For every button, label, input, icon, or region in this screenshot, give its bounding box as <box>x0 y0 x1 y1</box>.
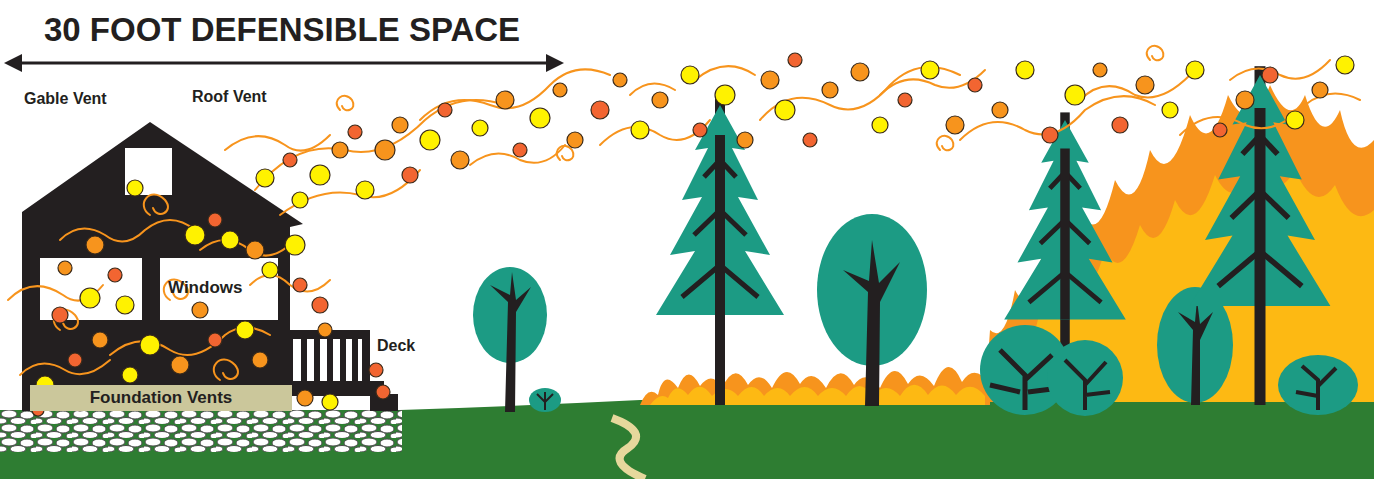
footpath <box>612 418 645 479</box>
part-label: Roof Vent <box>192 88 267 106</box>
ground-flames <box>640 367 990 405</box>
rock-border <box>0 410 402 452</box>
tree-trunk <box>843 240 900 406</box>
part-label: Windows <box>168 279 242 298</box>
embers <box>32 53 1354 416</box>
railing-balusters <box>304 339 355 381</box>
arrowhead <box>546 54 564 72</box>
tree-trunk <box>490 272 531 412</box>
bush-branches <box>1296 366 1336 410</box>
bush <box>1278 355 1358 415</box>
band-label: Foundation Vents <box>90 389 233 408</box>
part-label: Deck <box>377 337 415 355</box>
ground-flames-inner <box>650 385 985 405</box>
bush-branches <box>1065 360 1110 410</box>
bush <box>1047 340 1123 416</box>
foundation-band: Foundation Vents <box>30 385 292 411</box>
window <box>160 258 278 320</box>
small-bush <box>529 388 561 412</box>
ember-swirls <box>8 46 1360 380</box>
deck-railing <box>293 339 362 381</box>
gable-vent <box>125 148 172 195</box>
house-silhouette <box>22 122 303 396</box>
part-label: Gable Vent <box>24 90 107 108</box>
tree-trunk <box>1178 300 1213 405</box>
dimension-line <box>16 62 552 65</box>
diagram-title: 30 FOOT DEFENSIBLE SPACE <box>44 12 520 48</box>
arrowhead <box>4 54 22 72</box>
deck-stairs <box>370 381 398 411</box>
bush-branches <box>537 392 553 410</box>
conifer-tree <box>656 97 784 405</box>
